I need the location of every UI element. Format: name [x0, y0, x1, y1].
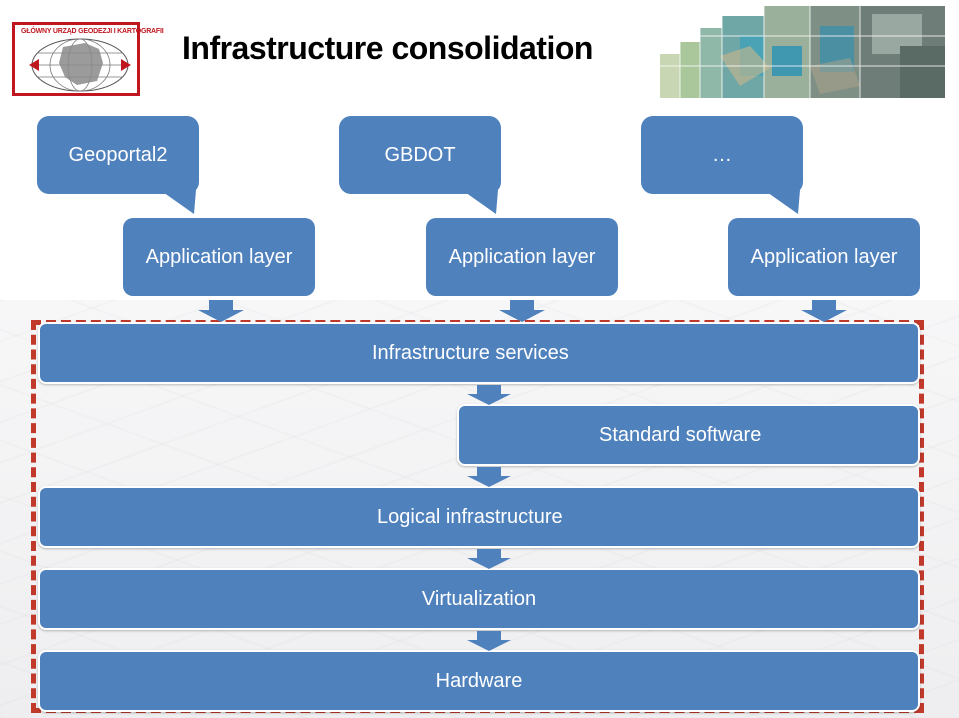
application-layer-1: Application layer [123, 218, 315, 296]
callout-label: … [712, 143, 732, 166]
callout-geoportal2: Geoportal2 [37, 116, 199, 194]
callout-tail-more [764, 190, 800, 214]
callout-tail-gbdot [462, 190, 498, 214]
application-layer-2: Application layer [426, 218, 618, 296]
logical-infrastructure-layer: Logical infrastructure [38, 486, 920, 548]
hardware-layer: Hardware [38, 650, 920, 712]
callout-more: … [641, 116, 803, 194]
standard-software-label: Standard software [599, 423, 762, 446]
down-arrow-icon [499, 300, 545, 322]
application-layer-label: Application layer [145, 245, 293, 268]
standard-software-layer: Standard software [457, 404, 920, 466]
virtualization-layer: Virtualization [38, 568, 920, 630]
logical-infrastructure-label: Logical infrastructure [377, 505, 563, 528]
callout-gbdot: GBDOT [339, 116, 501, 194]
callout-label: Geoportal2 [68, 143, 168, 166]
logo-text: GŁÓWNY URZĄD GEODEZJI I KARTOGRAFII [21, 28, 164, 35]
down-arrow-icon [467, 385, 511, 405]
satellite-mosaic-image [660, 6, 945, 98]
down-arrow-icon [801, 300, 847, 322]
application-layer-3: Application layer [728, 218, 920, 296]
application-layer-label: Application layer [750, 245, 898, 268]
down-arrow-icon [467, 549, 511, 569]
down-arrow-icon [467, 631, 511, 651]
globe-map-icon [29, 38, 131, 92]
callout-label: GBDOT [384, 143, 456, 166]
gugik-logo: GŁÓWNY URZĄD GEODEZJI I KARTOGRAFII [12, 22, 164, 96]
application-layer-label: Application layer [448, 245, 596, 268]
down-arrow-icon [467, 467, 511, 487]
callout-tail-geoportal2 [160, 190, 196, 214]
page-title: Infrastructure consolidation [182, 30, 593, 66]
infrastructure-services-layer: Infrastructure services [38, 322, 920, 384]
infrastructure-services-label: Infrastructure services [372, 341, 569, 364]
hardware-label: Hardware [435, 669, 523, 692]
down-arrow-icon [198, 300, 244, 322]
virtualization-label: Virtualization [421, 587, 537, 610]
